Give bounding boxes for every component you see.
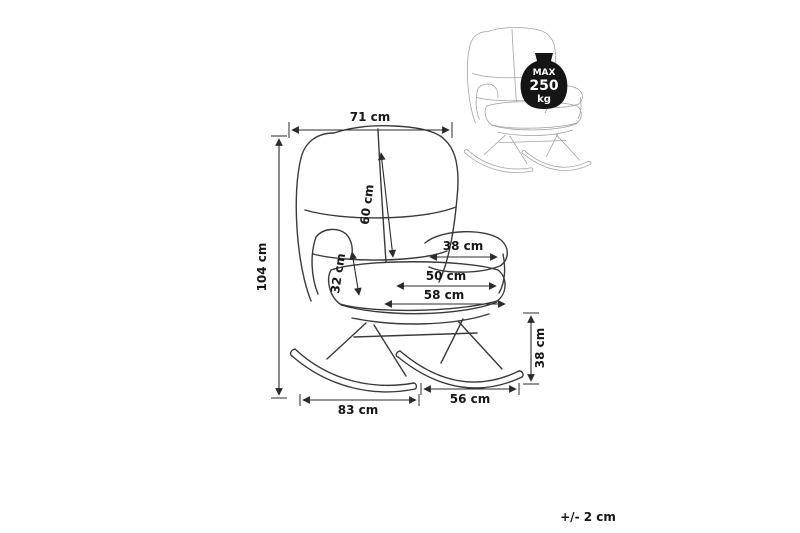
dim-label-rocker-length: 83 cm	[338, 403, 379, 417]
dim-top-width: 71 cm	[288, 110, 453, 138]
dim-armrest-depth: 38 cm	[429, 239, 498, 261]
dim-label-armrest-depth: 38 cm	[443, 239, 484, 253]
dim-seat-total-width: 58 cm	[384, 288, 506, 308]
dim-base-height: 38 cm	[523, 312, 547, 385]
max-load-badge: MAX 250 kg	[520, 53, 568, 109]
rocking-chair-drawing	[289, 125, 524, 393]
max-load-line1: MAX	[533, 68, 556, 78]
dim-label-base-height: 38 cm	[533, 328, 547, 369]
dim-label-base-depth: 56 cm	[450, 392, 491, 406]
dim-label-seat-width: 50 cm	[426, 269, 467, 283]
dim-seat-width: 50 cm	[396, 269, 497, 290]
dim-label-seat-height: 32 cm	[328, 252, 348, 294]
max-load-line2: 250	[529, 78, 558, 94]
dim-backrest-height: 60 cm	[358, 152, 397, 258]
dim-total-height: 104 cm	[255, 135, 287, 399]
dim-rocker-length: 83 cm	[299, 394, 420, 417]
max-load-line3: kg	[537, 94, 551, 105]
dim-label-total-height: 104 cm	[255, 243, 269, 292]
dim-seat-height: 32 cm	[328, 251, 362, 296]
dim-label-backrest-height: 60 cm	[358, 184, 377, 226]
dim-label-top-width: 71 cm	[350, 110, 391, 124]
tolerance-note: +/- 2 cm	[560, 510, 616, 524]
weight-badge-icon	[520, 53, 568, 109]
dim-base-depth: 56 cm	[420, 383, 520, 406]
dim-label-seat-total-width: 58 cm	[424, 288, 465, 302]
